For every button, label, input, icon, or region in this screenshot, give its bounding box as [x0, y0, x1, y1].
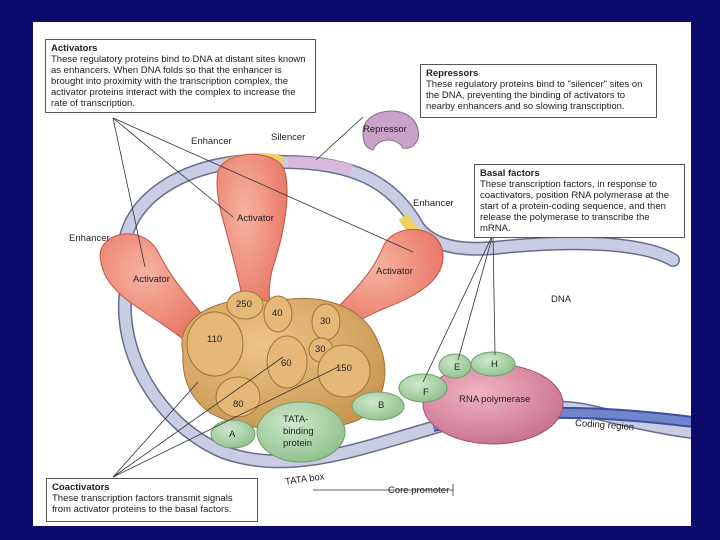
tata-binding-label-3: protein — [283, 438, 313, 449]
repressor-protein — [362, 110, 420, 151]
factor-h-label: H — [491, 359, 498, 370]
repressors-title: Repressors — [426, 68, 479, 79]
activators-title: Activators — [51, 43, 98, 54]
subunit-250-label: 250 — [236, 299, 252, 310]
activator-right-shape — [331, 228, 444, 338]
subunit-150 — [317, 344, 371, 398]
gene-regulation-diagram — [99, 110, 691, 496]
silencer-label: Silencer — [271, 132, 306, 143]
factor-a-label: A — [229, 429, 236, 440]
dna-label: DNA — [551, 294, 572, 305]
subunit-110 — [186, 311, 244, 377]
repressor-label: Repressor — [363, 124, 407, 135]
factor-f-label: F — [423, 387, 429, 398]
activator-left-label: Activator — [133, 274, 170, 285]
repressors-callout: Repressors These regulatory proteins bin… — [420, 64, 657, 118]
coactivators-callout: Coactivators These transcription factors… — [46, 478, 258, 522]
basal-factors-callout: Basal factors These transcription factor… — [474, 164, 685, 238]
subunit-60-label: 60 — [281, 358, 292, 369]
activators-body: These regulatory proteins bind to DNA at… — [51, 54, 306, 109]
coactivators-title: Coactivators — [52, 482, 110, 493]
subunit-250 — [226, 290, 264, 320]
core-promoter-label: Core promoter — [388, 485, 450, 496]
subunit-40-label: 40 — [272, 308, 283, 319]
subunit-80 — [215, 376, 261, 418]
subunit-30b-label: 30 — [315, 344, 326, 355]
tata-binding-label-2: binding — [283, 426, 314, 437]
subunit-60 — [266, 335, 308, 389]
factor-b-label: B — [378, 400, 385, 411]
activator-center-label: Activator — [237, 213, 274, 224]
activators-callout: Activators These regulatory proteins bin… — [45, 39, 316, 113]
tata-binding-label-1: TATA- — [283, 414, 309, 425]
subunit-80-label: 80 — [233, 399, 244, 410]
activator-right-label: Activator — [376, 266, 413, 277]
factor-b-shape — [351, 391, 405, 421]
basal-factors-body: These transcription factors, in response… — [480, 179, 670, 234]
factor-h-shape — [470, 351, 516, 377]
slide: Activators These regulatory proteins bin… — [33, 22, 691, 526]
subunit-110-label: 110 — [207, 334, 223, 345]
factor-f-shape — [398, 373, 448, 403]
factor-e-label: E — [454, 362, 461, 373]
pointer-lines — [112, 116, 496, 496]
factor-a-shape — [210, 419, 256, 449]
rna-polymerase-label: RNA polymerase — [459, 394, 531, 405]
enhancer-left-label: Enhancer — [69, 233, 110, 244]
coactivators-body: These transcription factors transmit sig… — [52, 493, 233, 515]
subunit-40 — [263, 295, 293, 333]
repressors-body: These regulatory proteins bind to "silen… — [426, 79, 643, 112]
tata-binding-protein-shape — [256, 401, 346, 463]
enhancer-right-label: Enhancer — [413, 198, 454, 209]
subunit-150-label: 150 — [336, 363, 352, 374]
basal-factors-title: Basal factors — [480, 168, 540, 179]
silencer-site — [287, 156, 353, 176]
subunit-30a-label: 30 — [320, 316, 331, 327]
enhancer-top-label: Enhancer — [191, 136, 232, 147]
